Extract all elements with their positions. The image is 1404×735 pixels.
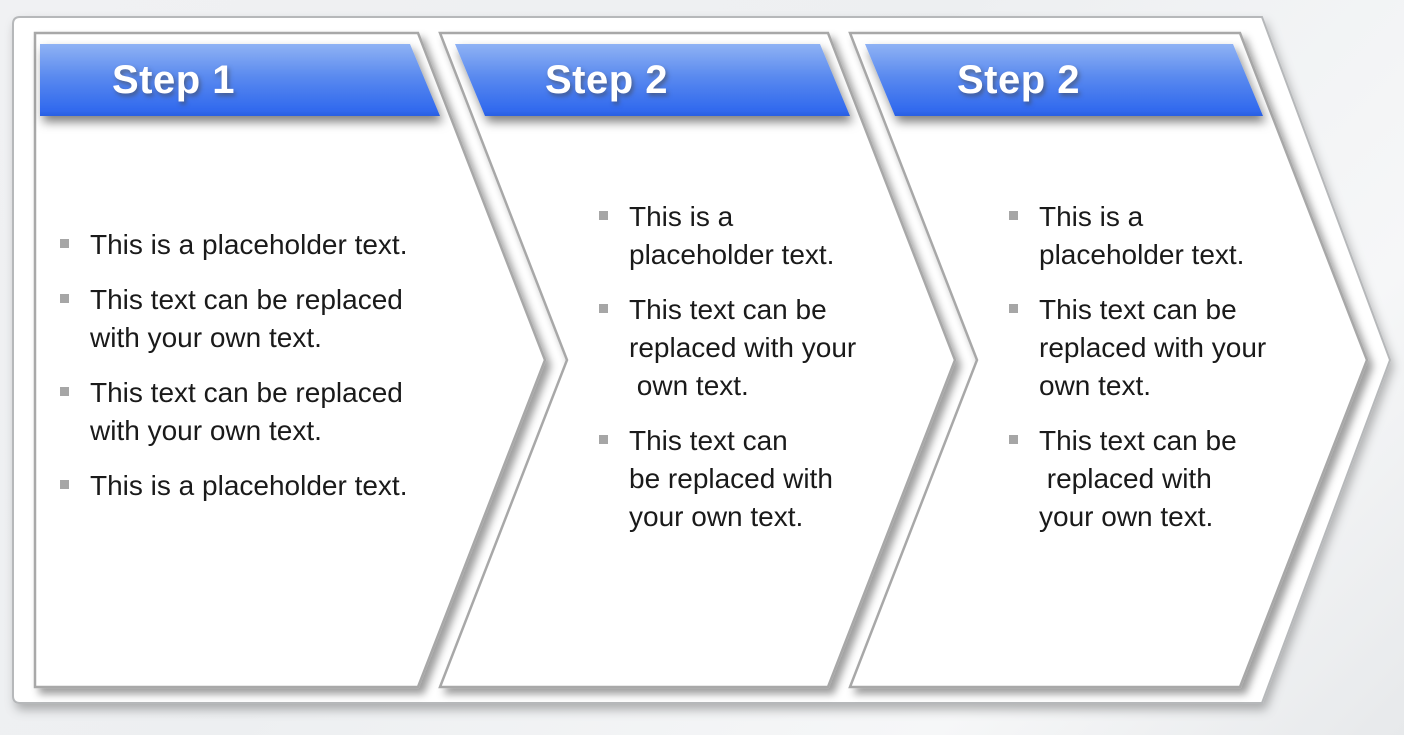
bullet-line: own text. [1039, 370, 1152, 401]
bullet-line: This is a [1039, 201, 1144, 232]
list-item: This is a placeholder text. [60, 467, 460, 505]
list-item: This text can be replaced with your own … [60, 281, 460, 357]
list-item: This is a placeholder text. [1009, 198, 1324, 274]
list-item: This text can be replaced with your own … [599, 422, 914, 536]
bullet-line: your own text. [1039, 501, 1214, 532]
bullet-line: This is a [629, 201, 734, 232]
bullet-line: This is a placeholder text. [90, 229, 408, 260]
bullet-square-icon [1009, 304, 1018, 313]
bullet-square-icon [60, 387, 69, 396]
step-2-header: Step 2 [545, 57, 669, 102]
bullet-line: This text can be replaced [90, 284, 403, 315]
chevron-shape-step-2 [438, 31, 957, 689]
bullet-square-icon [60, 480, 69, 489]
bullet-line: This text can be [1039, 294, 1237, 325]
step-1-bullet-list: This is a placeholder text. This text ca… [60, 226, 460, 522]
list-item: This text can be replaced with your own … [60, 374, 460, 450]
bullet-line: replaced with [1039, 463, 1212, 494]
bullet-line: placeholder text. [1039, 239, 1245, 270]
step-1-header: Step 1 [112, 57, 236, 102]
bullet-line: This text can be [629, 294, 827, 325]
list-item: This is a placeholder text. [599, 198, 914, 274]
header-band-step-2 [455, 44, 850, 116]
bullet-square-icon [1009, 211, 1018, 220]
list-item: This is a placeholder text. [60, 226, 460, 264]
list-item: This text can be replaced with your own … [599, 291, 914, 405]
bullet-line: This text can be replaced [90, 377, 403, 408]
list-item: This text can be replaced with your own … [1009, 291, 1324, 405]
bullet-line: your own text. [629, 501, 804, 532]
bullet-line: This text can [629, 425, 788, 456]
bullet-line: placeholder text. [629, 239, 835, 270]
chevron-shape-step-1 [33, 31, 547, 689]
bullet-square-icon [60, 239, 69, 248]
bullet-line: This text can be [1039, 425, 1237, 456]
bullet-line: replaced with your [629, 332, 857, 363]
bullet-line: with your own text. [90, 322, 322, 353]
bullet-square-icon [599, 304, 608, 313]
bullet-line: be replaced with [629, 463, 833, 494]
step-3-bullet-list: This is a placeholder text. This text ca… [1009, 198, 1324, 553]
bullet-square-icon [599, 435, 608, 444]
bullet-line: own text. [629, 370, 749, 401]
bullet-line: with your own text. [90, 415, 322, 446]
header-band-step-3 [865, 44, 1263, 116]
list-item: This text can be replaced with your own … [1009, 422, 1324, 536]
bullet-square-icon [599, 211, 608, 220]
bullet-line: This is a placeholder text. [90, 470, 408, 501]
bullet-square-icon [1009, 435, 1018, 444]
step-2-bullet-list: This is a placeholder text. This text ca… [599, 198, 914, 553]
header-band-step-1 [40, 44, 440, 116]
bullet-line: replaced with your [1039, 332, 1267, 363]
step-3-header: Step 2 [957, 57, 1081, 102]
bullet-square-icon [60, 294, 69, 303]
chevron-shape-step-3 [848, 31, 1369, 689]
